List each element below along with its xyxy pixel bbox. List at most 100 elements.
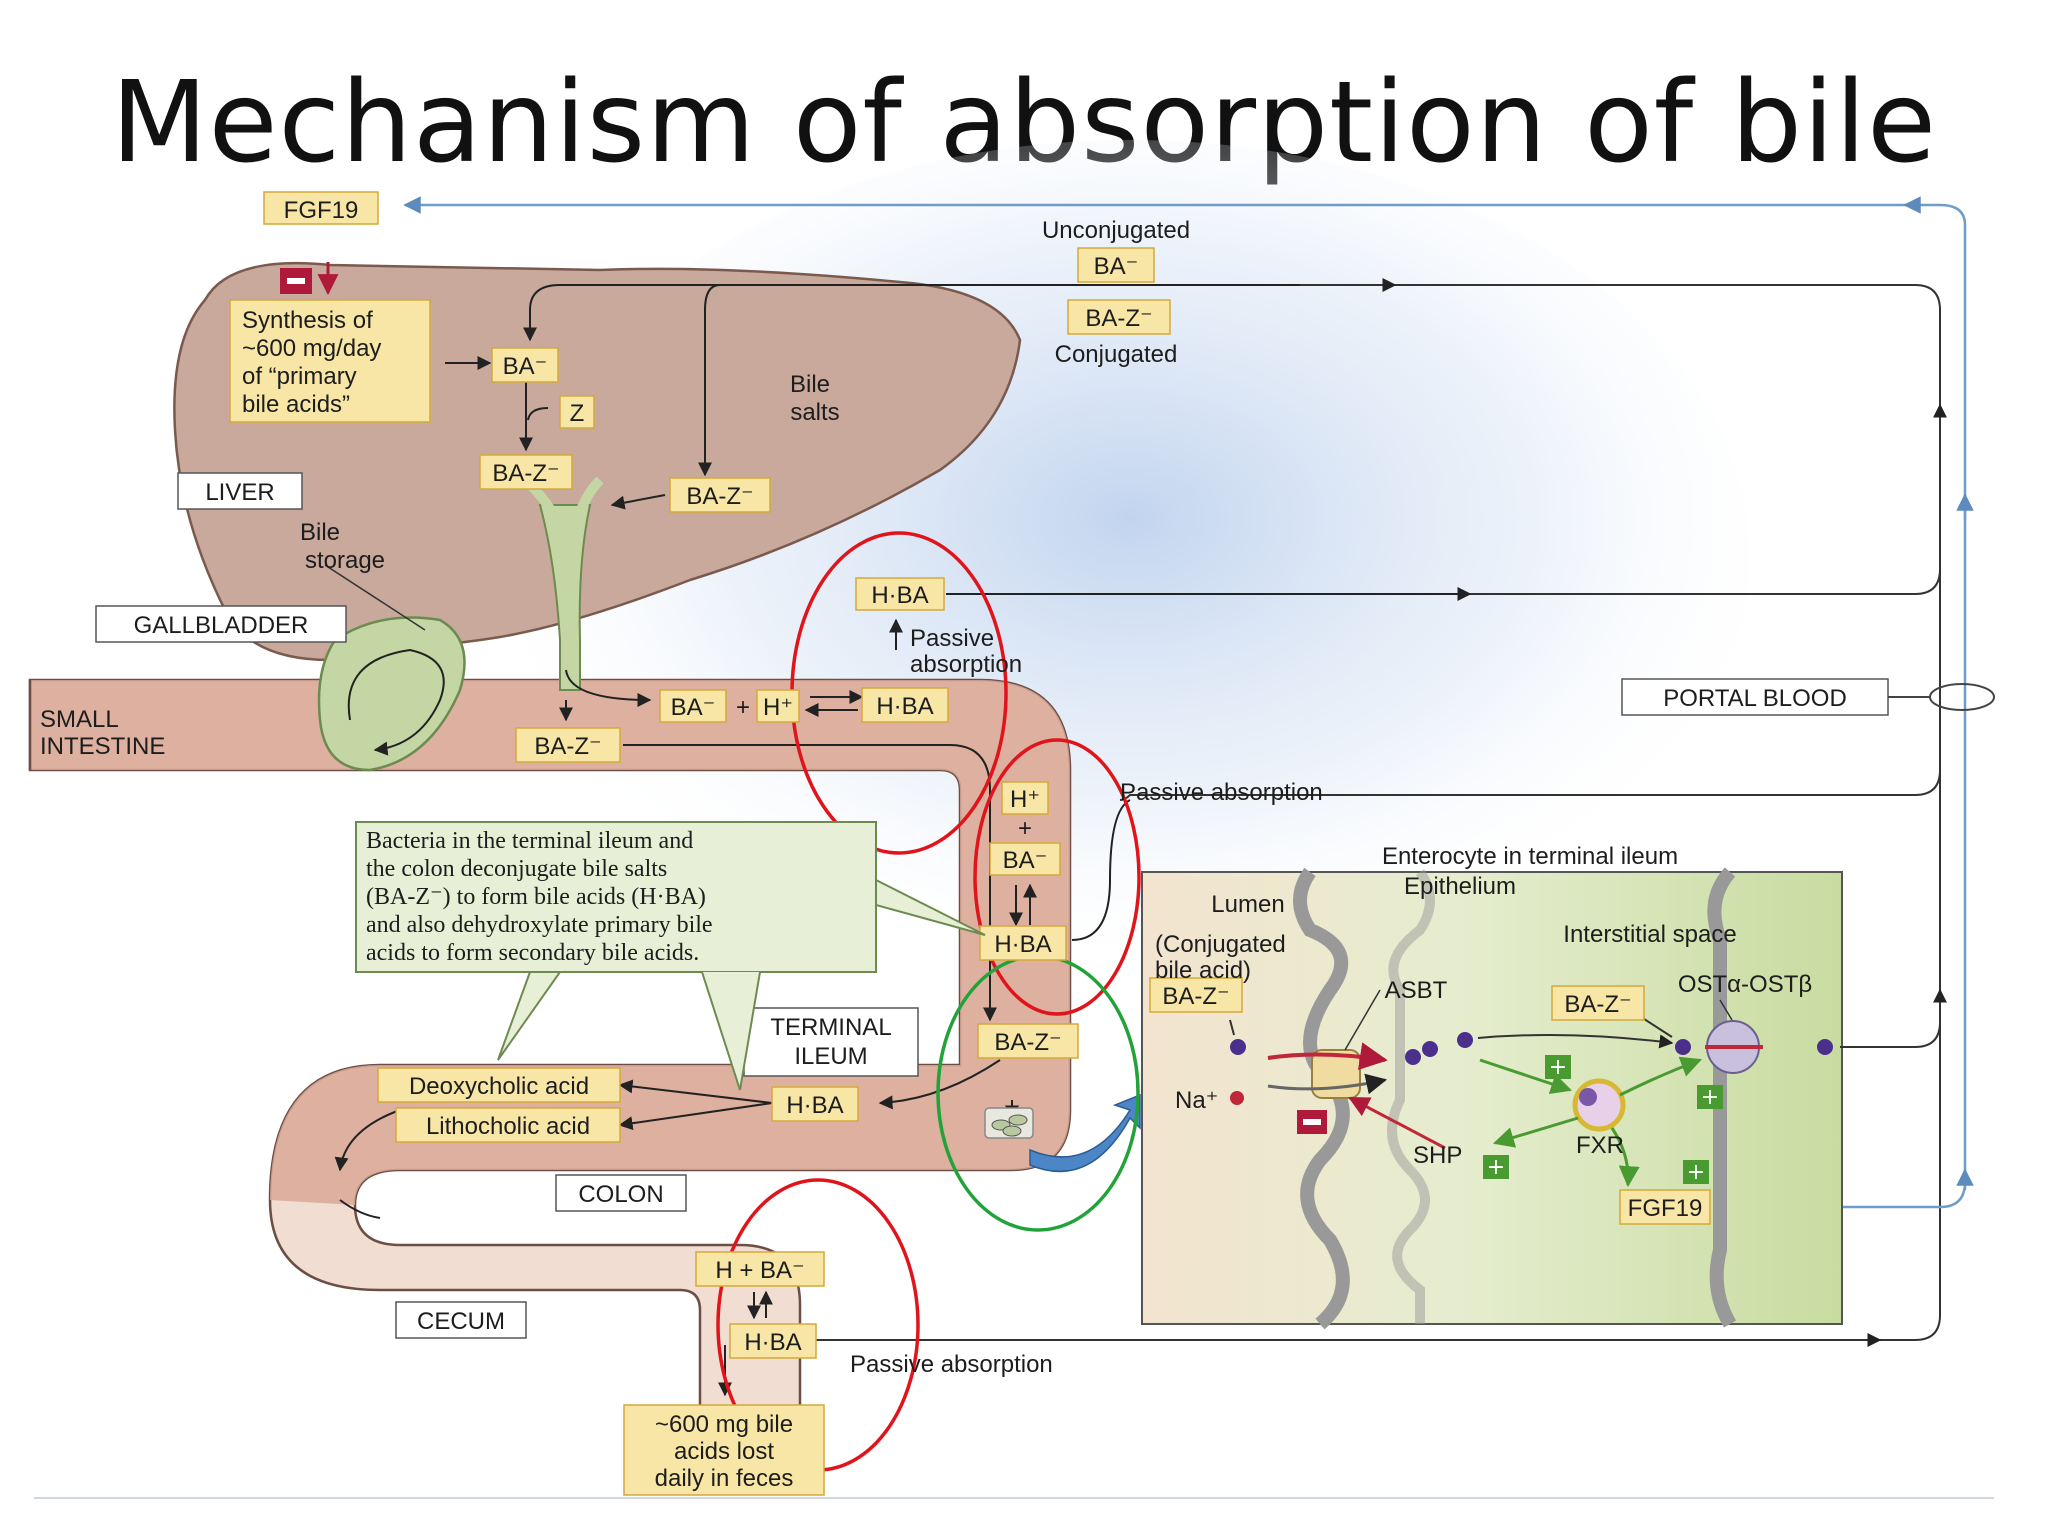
diagram-text: ILEUM xyxy=(794,1043,867,1070)
diagram-text: Lithocholic acid xyxy=(426,1113,590,1140)
diagram-text: FGF19 xyxy=(1628,1195,1703,1222)
h-ba-box-absorbed: H·BA xyxy=(855,577,945,611)
lithocholic-acid-box: Lithocholic acid xyxy=(395,1107,621,1143)
diagram-text: H⁺ xyxy=(1010,786,1040,813)
ba-minus-box-unconjugated: BA⁻ xyxy=(1077,247,1155,283)
diagram-text: H·BA xyxy=(786,1092,843,1119)
inhibit-sign-top xyxy=(280,268,312,294)
fxr-label: FXR xyxy=(1576,1132,1624,1159)
cecum-label: CECUM xyxy=(395,1301,527,1339)
diagram-text: LIVER xyxy=(205,479,274,506)
diagram-text: CECUM xyxy=(417,1308,505,1335)
ba-z-box-bile-salts: BA-Z⁻ xyxy=(669,477,771,513)
diagram-text: and also dehydroxylate primary bile xyxy=(366,912,713,938)
diagram-text: of “primary xyxy=(242,363,357,390)
terminal-ileum-label: TERMINAL ILEUM xyxy=(743,1007,919,1077)
diagram-text: + xyxy=(1701,1085,1719,1110)
conjugated-bile-acid-1: (Conjugated xyxy=(1155,931,1286,958)
equilibrium-arrows xyxy=(747,690,1037,1320)
small-intestine-label-1: SMALL xyxy=(40,706,119,733)
stimulate-badge-1: + xyxy=(1545,1055,1571,1080)
plus-intestine: + xyxy=(736,694,750,721)
passive-absorption-colon: Passive absorption xyxy=(850,1351,1053,1378)
bile-salts-label-2: salts xyxy=(790,399,839,426)
flow-arrows xyxy=(317,262,1465,1397)
conjugated-label: Conjugated xyxy=(1055,341,1178,368)
colon-label: COLON xyxy=(555,1174,687,1212)
small-intestine-label-2: INTESTINE xyxy=(40,733,165,760)
asbt-label: ASBT xyxy=(1385,977,1448,1004)
h-ba-box-ileum: H·BA xyxy=(979,925,1067,961)
unconjugated-label: Unconjugated xyxy=(1042,217,1190,244)
diagram-text: (BA-Z⁻) to form bile acids (H·BA) xyxy=(366,884,706,910)
diagram-text: BA-Z⁻ xyxy=(492,460,559,487)
bottom-rule xyxy=(34,1497,1994,1499)
fxr-receptor xyxy=(1572,1078,1626,1132)
asbt-transporter xyxy=(1267,1042,1388,1099)
diagram-text: FGF19 xyxy=(284,197,359,224)
epithelium-label: Epithelium xyxy=(1404,873,1516,900)
h-ba-box-colon: H·BA xyxy=(729,1323,817,1359)
bacteria-note: Bacteria in the terminal ileum and the c… xyxy=(355,821,986,1091)
passive-absorption-ileum: Passive absorption xyxy=(1120,779,1323,806)
regulation-badges: + + + + xyxy=(1297,1055,1723,1185)
plus-ileum: + xyxy=(1018,815,1032,842)
label-boxes: FGF19 Synthesis of ~600 mg/day of “prima… xyxy=(229,191,1711,1496)
enterocyte-label: Enterocyte in terminal ileum xyxy=(1382,843,1678,870)
diagram-text: BA-Z⁻ xyxy=(994,1029,1061,1056)
passive-absorption-small-1: Passive xyxy=(910,625,994,652)
diagram-text: Z xyxy=(570,400,585,427)
bacteria xyxy=(984,1107,1034,1139)
liver-label: LIVER xyxy=(177,472,303,510)
h-plus-ba-box-colon: H + BA⁻ xyxy=(695,1251,825,1287)
zoom-arrow xyxy=(1029,1093,1141,1173)
ba-z-box-liver: BA-Z⁻ xyxy=(479,454,573,490)
diagram-text: BA⁻ xyxy=(1003,847,1048,874)
sodium-label: Na⁺ xyxy=(1175,1087,1218,1114)
enterocyte-inset xyxy=(1141,867,1843,1330)
stimulate-badge-4: + xyxy=(1683,1160,1709,1185)
ost-label: OSTα-OSTβ xyxy=(1678,971,1812,998)
diagram-text: bile acids” xyxy=(242,391,350,418)
diagram-text: Deoxycholic acid xyxy=(409,1073,589,1100)
diagram-text: H⁺ xyxy=(763,694,793,721)
diagram-text: + xyxy=(1549,1055,1567,1080)
shp-label: SHP xyxy=(1413,1142,1462,1169)
diagram-text: BA⁻ xyxy=(1094,253,1139,280)
diagram-text: TERMINAL xyxy=(770,1014,891,1041)
stimulate-badge-3: + xyxy=(1483,1155,1509,1180)
diagram-text: BA-Z⁻ xyxy=(534,733,601,760)
asbt-pointer xyxy=(1344,989,1381,1051)
h-ba-box-intestine: H·BA xyxy=(861,687,949,723)
bile-acid-molecules xyxy=(1230,1032,1833,1065)
inset-arrows xyxy=(1229,1007,1880,1188)
lumen-label: Lumen xyxy=(1211,891,1284,918)
bile-storage-label-2: storage xyxy=(305,547,385,574)
fgf19-top-box: FGF19 xyxy=(263,191,379,225)
stimulate-badge-2: + xyxy=(1697,1085,1723,1110)
diagram-text: BA-Z⁻ xyxy=(686,483,753,510)
bile-storage-label-1: Bile xyxy=(300,519,340,546)
portal-blood-label: PORTAL BLOOD xyxy=(1621,678,1889,716)
diagram-text: PORTAL BLOOD xyxy=(1663,685,1847,712)
diagram-text: the colon deconjugate bile salts xyxy=(366,856,667,882)
diagram-text: acids lost xyxy=(674,1438,774,1465)
synthesis-box: Synthesis of ~600 mg/day of “primary bil… xyxy=(229,299,431,423)
diagram-text: ~600 mg/day xyxy=(242,335,381,362)
interstitial-space-label: Interstitial space xyxy=(1563,921,1736,948)
diagram-text: daily in feces xyxy=(655,1465,794,1492)
diagram-text: BA-Z⁻ xyxy=(1162,983,1229,1010)
feces-box: ~600 mg bile acids lost daily in feces xyxy=(623,1404,825,1496)
diagram-text: H·BA xyxy=(744,1329,801,1356)
diagram-text: + xyxy=(1487,1155,1505,1180)
ost-pointer xyxy=(1719,999,1733,1021)
diagram-text: Bacteria in the terminal ileum and xyxy=(366,828,693,854)
gallbladder-flow xyxy=(347,648,445,756)
diagram-text: ~600 mg bile xyxy=(655,1411,793,1438)
ba-minus-box-liver: BA⁻ xyxy=(491,347,559,383)
diagram-text: BA⁻ xyxy=(503,353,548,380)
sodium-ion xyxy=(1230,1091,1244,1105)
inhibit-badge-cell xyxy=(1297,1110,1327,1134)
ba-z-box-cell: BA-Z⁻ xyxy=(1551,985,1645,1021)
